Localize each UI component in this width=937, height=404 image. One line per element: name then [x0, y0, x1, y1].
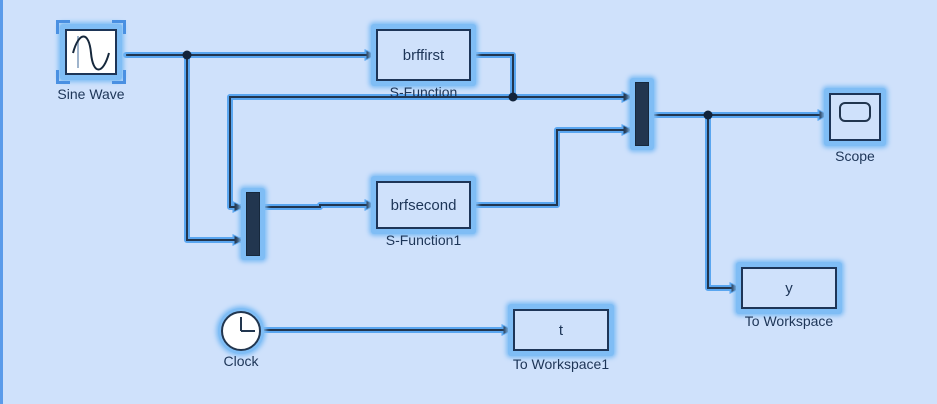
scope-body[interactable]: [829, 93, 881, 141]
block-label-sine-wave: Sine Wave: [57, 86, 125, 102]
block-mux[interactable]: [630, 78, 654, 150]
block-s-function[interactable]: brffirst: [371, 24, 476, 86]
selection-handle-top-left[interactable]: [56, 20, 70, 34]
s-function1-body[interactable]: brfsecond: [376, 181, 471, 229]
canvas-left-edge-accent: [0, 0, 3, 404]
block-s-function1[interactable]: brfsecond: [371, 176, 476, 234]
clock-icon[interactable]: [218, 308, 264, 354]
block-label-clock: Clock: [223, 353, 259, 369]
block-label-scope: Scope: [835, 148, 875, 164]
junction-dot-mux1-out: [703, 110, 713, 120]
to-workspace1-body[interactable]: t: [513, 309, 609, 351]
wire-sfunction-to-mux1-in1: [472, 54, 633, 101]
wire-sine-to-mux2-in2: [186, 55, 244, 244]
block-sine-wave[interactable]: [56, 20, 126, 84]
to-workspace-body[interactable]: y: [741, 267, 837, 309]
mux1-bar[interactable]: [246, 192, 260, 256]
selection-handle-bottom-right[interactable]: [112, 70, 126, 84]
sine-wave-body[interactable]: [65, 29, 117, 75]
wire-sfunction1-to-mux1-in2: [472, 126, 633, 206]
s-function-body[interactable]: brffirst: [376, 29, 471, 81]
block-label-to-workspace1: To Workspace1: [512, 356, 610, 372]
block-to-workspace1[interactable]: t: [508, 304, 614, 356]
mux-bar[interactable]: [635, 82, 649, 146]
block-label-s-function: S-Function: [389, 84, 458, 100]
junction-dot-sine: [182, 50, 192, 60]
sine-wave-icon: [72, 35, 110, 71]
block-label-to-workspace: To Workspace: [744, 313, 834, 329]
block-mux1[interactable]: [241, 188, 265, 260]
selection-handle-bottom-left[interactable]: [56, 70, 70, 84]
block-to-workspace[interactable]: y: [736, 262, 842, 314]
block-label-s-function1: S-Function1: [385, 232, 462, 248]
scope-screen-icon: [839, 102, 871, 122]
selection-handle-top-right[interactable]: [112, 20, 126, 34]
junction-dot-sfunction: [508, 92, 518, 102]
block-clock[interactable]: [218, 308, 264, 354]
block-scope[interactable]: [824, 88, 886, 146]
wire-mux2-to-sfunction1: [262, 201, 376, 209]
